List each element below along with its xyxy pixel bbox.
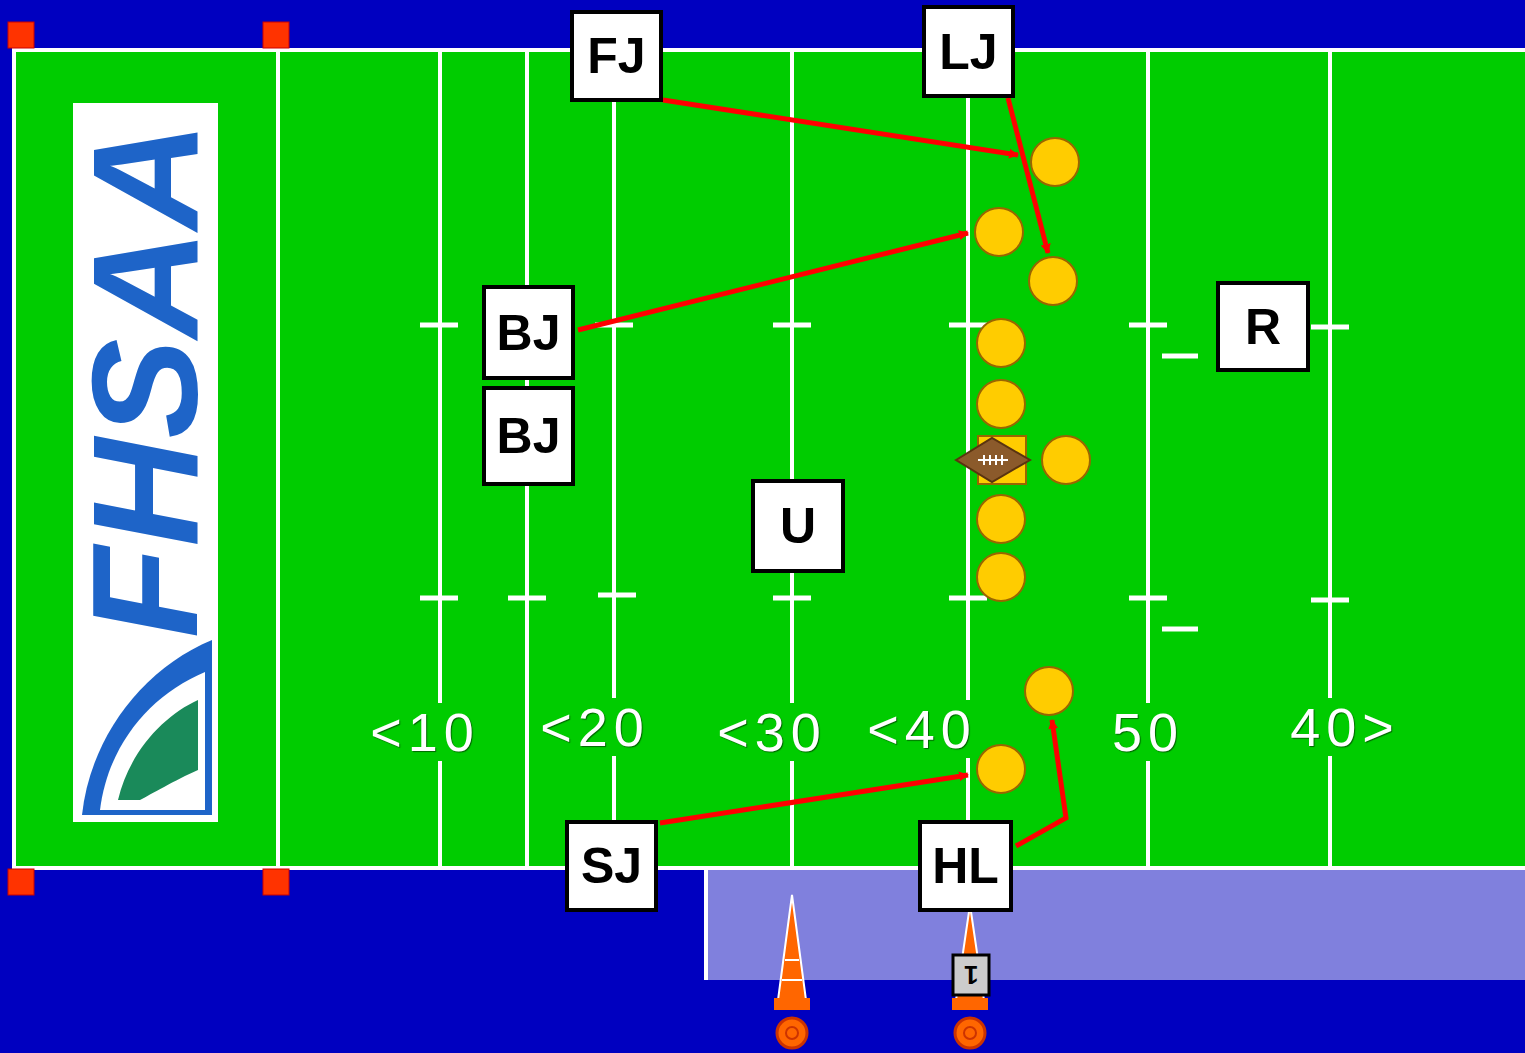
official-code: LJ [939, 27, 997, 77]
official-box: SJ [565, 820, 658, 912]
official-code: HL [932, 841, 999, 891]
official-box: U [751, 479, 845, 573]
official-code: FJ [587, 31, 645, 81]
official-code: BJ [497, 411, 561, 461]
official-box: HL [918, 820, 1013, 912]
official-box: LJ [922, 5, 1015, 98]
yard-number: <10 [368, 703, 482, 761]
logo-text: FHSAA [75, 122, 215, 639]
official-code: BJ [497, 308, 561, 358]
official-box: BJ [482, 285, 575, 380]
yard-number: <20 [538, 698, 652, 756]
official-code: U [780, 501, 816, 551]
official-code: R [1245, 302, 1281, 352]
official-code: SJ [581, 841, 642, 891]
down-number: 1 [964, 962, 978, 988]
official-box: FJ [570, 10, 663, 102]
yard-number: <40 [865, 700, 979, 758]
yard-number: 50 [1110, 703, 1186, 761]
official-box: R [1216, 281, 1310, 372]
official-box: BJ [482, 386, 575, 486]
yard-number: <30 [715, 703, 829, 761]
yard-number: 40> [1288, 698, 1402, 756]
